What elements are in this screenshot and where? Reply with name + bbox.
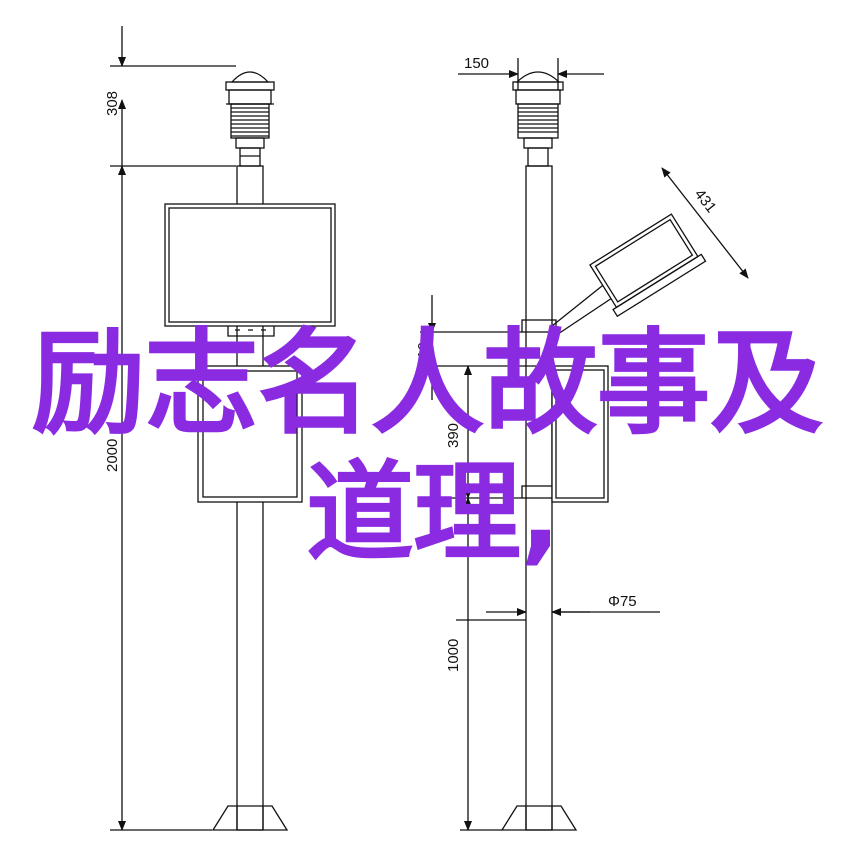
left-lower-box	[197, 365, 303, 503]
overlay-title-line1: 励志名人故事及	[31, 317, 823, 450]
dim-bracket-offset: 110	[415, 342, 432, 366]
right-base	[500, 805, 578, 831]
right-side-box	[551, 365, 609, 503]
right-sensor-head	[512, 71, 564, 167]
left-upper-panel	[164, 203, 336, 337]
right-inclined-panel	[589, 213, 707, 318]
dim-total-height: 2000	[104, 439, 121, 472]
left-dimensions	[110, 26, 236, 831]
left-view	[164, 71, 336, 831]
left-sensor-head	[225, 71, 275, 167]
dim-panel-width: 431	[691, 186, 720, 216]
overlay-title-line2: 道理,	[305, 451, 561, 576]
dim-ground-height: 1000	[445, 639, 462, 672]
dim-top-offset: 308	[104, 91, 121, 116]
dim-cap-width: 150	[464, 55, 489, 72]
left-base	[211, 805, 289, 831]
dim-box-height: 390	[445, 423, 462, 448]
dim-pole-diameter: Φ75	[608, 593, 637, 610]
right-dimensions	[420, 58, 749, 831]
